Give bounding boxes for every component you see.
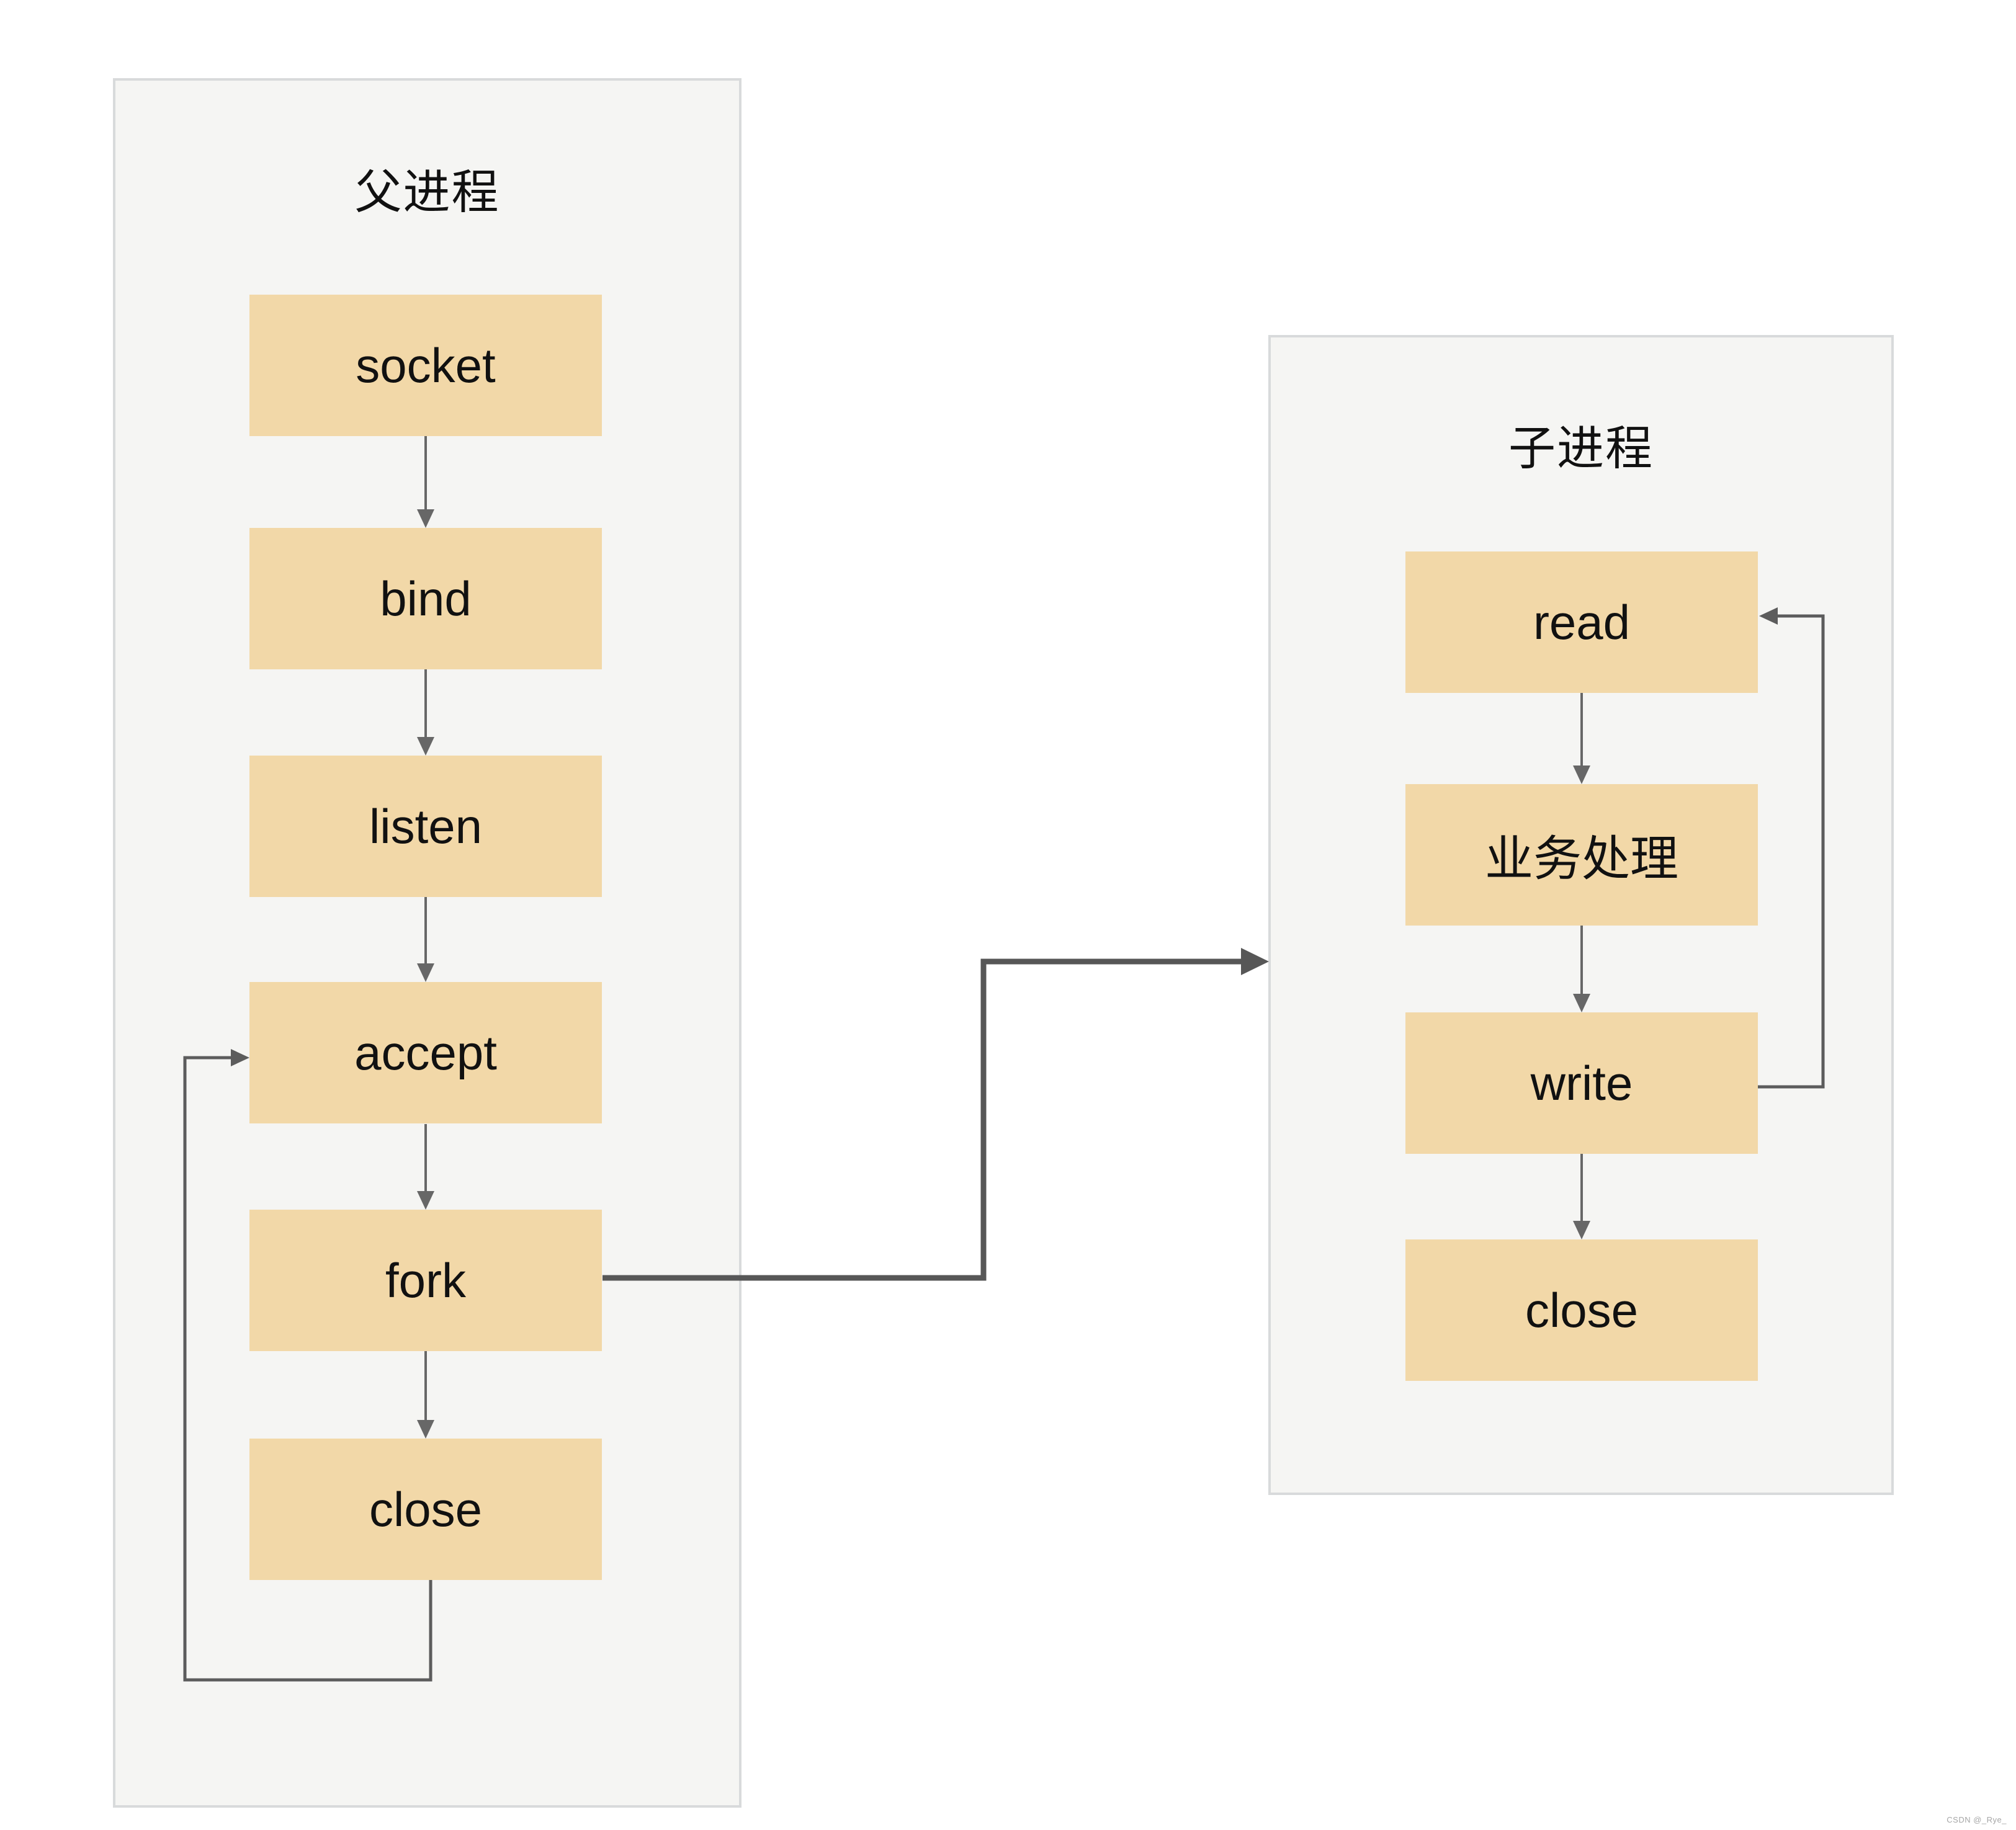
node-listen: listen	[249, 756, 602, 897]
node-accept-label: accept	[354, 1025, 497, 1080]
node-business-processing-label: 业务处理	[1484, 831, 1678, 886]
node-business-processing: 业务处理	[1405, 784, 1758, 926]
node-close-child: close	[1405, 1239, 1758, 1381]
csdn-watermark: CSDN @_Rye_	[1947, 1815, 2007, 1824]
node-close-parent: close	[249, 1439, 602, 1580]
node-fork: fork	[249, 1210, 602, 1351]
node-write: write	[1405, 1012, 1758, 1154]
child-process-title: 子进程	[1508, 422, 1654, 475]
node-socket: socket	[249, 295, 602, 436]
node-close-child-label: close	[1525, 1282, 1639, 1337]
node-fork-label: fork	[385, 1252, 467, 1308]
node-read: read	[1405, 551, 1758, 693]
parent-process-title: 父进程	[354, 166, 500, 219]
node-bind-label: bind	[380, 571, 472, 626]
node-write-label: write	[1530, 1055, 1633, 1110]
node-socket-label: socket	[356, 337, 496, 393]
node-read-label: read	[1533, 594, 1631, 649]
node-accept: accept	[249, 982, 602, 1123]
node-close-parent-label: close	[369, 1481, 483, 1537]
node-bind: bind	[249, 528, 602, 669]
node-listen-label: listen	[369, 798, 483, 854]
